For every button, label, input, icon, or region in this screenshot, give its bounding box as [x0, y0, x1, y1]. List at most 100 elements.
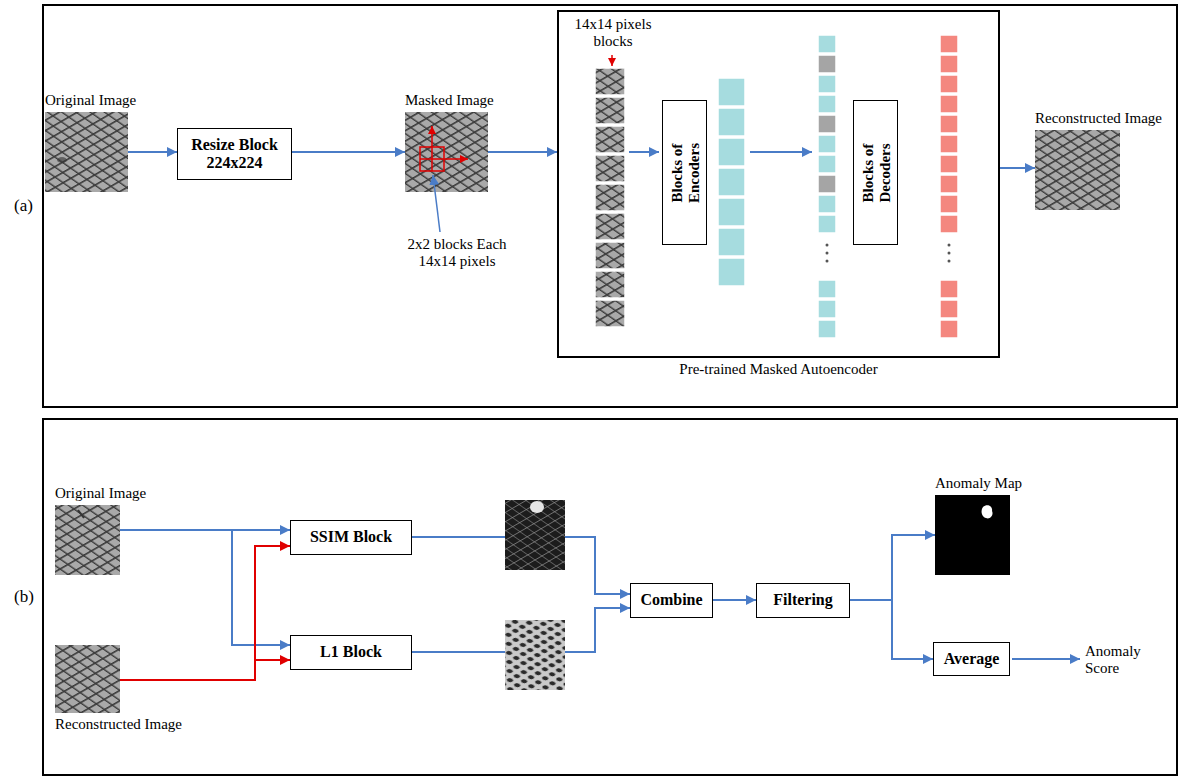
token: [718, 258, 745, 286]
ssim-hotspot: [530, 501, 544, 513]
process-box: Average: [933, 642, 1010, 676]
process-box: Resize Block 224x224: [177, 128, 292, 180]
flow-connector: [713, 599, 756, 601]
defect-spot: [57, 157, 67, 163]
token-column: [818, 35, 836, 338]
image-node: Reconstructed Image: [55, 645, 120, 713]
flow-connector: [292, 151, 405, 153]
image-heading: Reconstructed Image: [1035, 110, 1162, 127]
patch: [595, 126, 625, 153]
flow-connector: [850, 535, 935, 600]
anomaly-blob: [982, 505, 993, 518]
panel-frame: (b)Original ImageReconstructed ImageSSIM…: [42, 418, 1178, 776]
token: [718, 138, 745, 166]
patch-column: [595, 68, 625, 327]
ssim-map: [505, 500, 565, 570]
panel-label: (a): [14, 196, 33, 216]
token: [718, 228, 745, 256]
panel-label: (b): [14, 587, 34, 607]
dot: [826, 260, 829, 263]
output-token: [940, 195, 958, 213]
mask-grid: [420, 147, 444, 171]
token: [718, 168, 745, 196]
patch: [595, 300, 625, 327]
box-label: Blocks of Decoders: [859, 118, 892, 228]
flow-connector: [1000, 167, 1035, 169]
annotation-label: 2x2 blocks Each 14x14 pixels: [392, 236, 522, 271]
token: [818, 280, 836, 298]
dot: [826, 252, 829, 255]
flow-connector: [120, 530, 290, 645]
token: [818, 215, 836, 233]
patch: [595, 68, 625, 95]
output-token: [940, 75, 958, 93]
shift-arrow: [444, 158, 468, 160]
dot: [948, 244, 951, 247]
output-token: [940, 55, 958, 73]
output-token: [940, 175, 958, 193]
flow-connector: [488, 151, 557, 153]
patch: [595, 97, 625, 124]
output-token: [940, 155, 958, 173]
box-label: L1 Block: [320, 643, 382, 661]
token: [818, 35, 836, 53]
anomaly-map: [935, 495, 1010, 575]
l1-map: [505, 620, 565, 690]
leader-arrow: [433, 175, 440, 232]
flow-connector: [850, 600, 933, 659]
model-frame: Pre-trained Masked AutoencoderBlocks of …: [557, 10, 1000, 358]
flow-connector: [120, 546, 290, 680]
box-label: Blocks of Encoders: [668, 118, 701, 228]
image-heading: Masked Image: [405, 92, 494, 109]
frame-caption: Pre-trained Masked Autoencoder: [559, 361, 998, 378]
token: [818, 135, 836, 153]
box-label: Average: [944, 650, 1000, 668]
shift-arrow: [431, 126, 433, 147]
token: [818, 300, 836, 318]
mask-token: [818, 55, 836, 73]
process-box: L1 Block: [290, 635, 412, 670]
token: [718, 198, 745, 226]
box-label: Combine: [640, 591, 702, 609]
output-token: [940, 215, 958, 233]
process-box: Combine: [630, 583, 713, 618]
encoder-box: Blocks of Encoders: [662, 100, 707, 245]
dot: [948, 260, 951, 263]
flow-arrow: [629, 151, 659, 153]
image-heading: Original Image: [55, 485, 146, 502]
patch: [595, 213, 625, 240]
flow-arrow: [750, 151, 812, 153]
token: [818, 75, 836, 93]
image-node: Anomaly Map: [935, 495, 1010, 575]
token: [818, 195, 836, 213]
box-label: Filtering: [773, 591, 833, 609]
panel-frame: (a)Original ImageResize Block 224x224Mas…: [42, 4, 1178, 408]
image-heading: Original Image: [45, 92, 136, 109]
image-node: Reconstructed Image: [1035, 130, 1120, 210]
output-token: [940, 280, 958, 298]
patch: [595, 242, 625, 269]
annotation-label: 14x14 pixels blocks: [570, 16, 656, 51]
image-node: Original Image: [55, 505, 120, 575]
ellipsis-dots: [826, 244, 951, 263]
process-box: Filtering: [756, 583, 850, 618]
output-token: [940, 320, 958, 338]
output-arrow: [1012, 658, 1080, 660]
leader-arrow: [611, 55, 613, 66]
dot: [948, 252, 951, 255]
reconstructed-image: [1035, 130, 1120, 210]
output-column: [940, 35, 958, 338]
box-label: Resize Block 224x224: [183, 136, 286, 173]
process-box: SSIM Block: [290, 520, 412, 555]
annotation-label: Anomaly Score: [1085, 643, 1147, 678]
output-token: [940, 115, 958, 133]
mask-token: [818, 175, 836, 193]
flow-connector: [120, 660, 290, 680]
image-heading: Anomaly Map: [935, 475, 1022, 492]
defect-spot: [78, 510, 84, 518]
flow-connector: [128, 151, 177, 153]
token: [818, 95, 836, 113]
patch: [595, 271, 625, 298]
decoder-box: Blocks of Decoders: [853, 100, 898, 245]
